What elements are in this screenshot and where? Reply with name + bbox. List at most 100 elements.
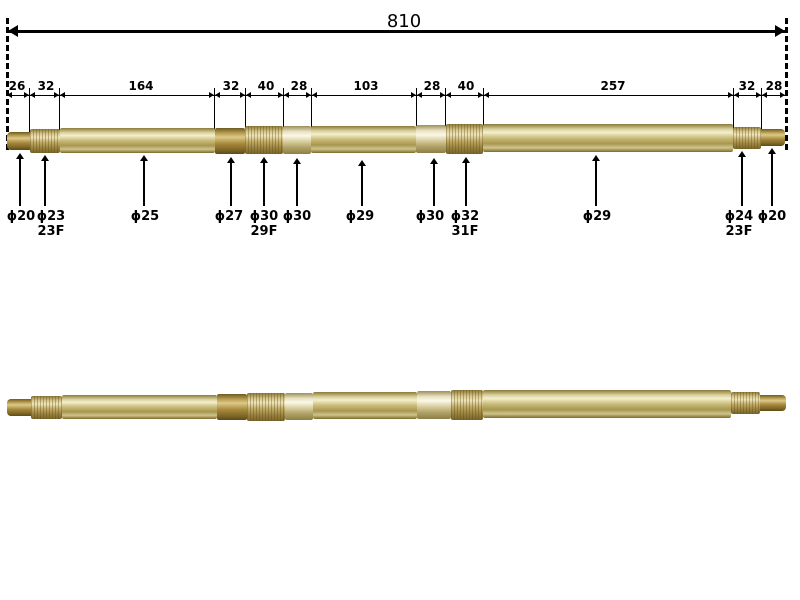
spline-count-label: 31F (451, 224, 479, 239)
arrow-tick-icon (284, 92, 289, 98)
diameter-label: ϕ20 (6, 209, 36, 224)
callout-label: ϕ20 (7, 209, 35, 224)
callout-line (143, 160, 145, 206)
callout-arrow-icon (592, 155, 600, 161)
arrow-tick-icon (60, 92, 65, 98)
diameter-label: ϕ32 (450, 209, 480, 224)
callout-arrow-icon (738, 151, 746, 157)
arrow-tick-icon (762, 92, 767, 98)
diameter-label: ϕ25 (130, 209, 160, 224)
diameter-label: ϕ30 (282, 209, 312, 224)
segment-length-label: 257 (600, 79, 626, 93)
extension-line (29, 88, 30, 136)
shaft-segment-d29-long (483, 390, 731, 418)
spline-count-label: 23F (725, 224, 753, 239)
arrow-tick-icon (24, 92, 29, 98)
segment-length-label: 103 (353, 79, 379, 93)
arrow-left-icon (8, 25, 18, 37)
callout-line (433, 163, 435, 206)
shaft-segment-d27 (215, 128, 245, 154)
segment-dimension-line (6, 95, 786, 96)
arrow-tick-icon (215, 92, 220, 98)
shaft-segment-tip-left (7, 399, 31, 416)
extension-line (733, 88, 734, 144)
callout-arrow-icon (430, 158, 438, 164)
shaft-segment-d27 (217, 394, 247, 420)
right-extent-dashed-line (785, 18, 788, 150)
callout-line (44, 160, 46, 206)
arrow-tick-icon (484, 92, 489, 98)
overall-length-label: 810 (386, 11, 422, 32)
shaft-segment-tip-right (760, 395, 786, 411)
overall-dimension-line (8, 30, 785, 33)
callout-line (230, 162, 232, 206)
diameter-label: ϕ30 (249, 209, 279, 224)
callout-line (263, 162, 265, 206)
callout-arrow-icon (358, 160, 366, 166)
extension-line (445, 88, 446, 138)
arrow-tick-icon (278, 92, 283, 98)
diameter-label: ϕ20 (757, 209, 787, 224)
diameter-label: ϕ30 (415, 209, 445, 224)
callout-line (465, 162, 467, 206)
arrow-right-icon (775, 25, 785, 37)
shaft-segment-d30-b (416, 125, 446, 153)
arrow-tick-icon (312, 92, 317, 98)
extension-line (761, 88, 762, 143)
callout-arrow-icon (140, 155, 148, 161)
extension-line (59, 88, 60, 131)
segment-length-label: 32 (738, 79, 756, 93)
callout-arrow-icon (16, 153, 24, 159)
shaft-segment-d30 (285, 393, 313, 420)
shaft-segment-d29-long (483, 124, 733, 152)
shaft-segment-spline-23f (30, 129, 60, 153)
shaft-segment-d29 (313, 392, 417, 419)
callout-line (296, 163, 298, 206)
arrow-tick-icon (440, 92, 445, 98)
callout-label: ϕ27 (215, 209, 243, 224)
callout-label: ϕ29 (583, 209, 611, 224)
spline-count-label: 23F (37, 224, 65, 239)
arrow-tick-icon (478, 92, 483, 98)
diameter-label: ϕ29 (345, 209, 375, 224)
arrow-tick-icon (240, 92, 245, 98)
callout-line (19, 158, 21, 206)
callout-label: ϕ29 (346, 209, 374, 224)
callout-line (771, 153, 773, 206)
segment-length-label: 28 (765, 79, 783, 93)
arrow-tick-icon (30, 92, 35, 98)
shaft-segment-spline-23f-right (733, 127, 761, 149)
segment-length-label: 40 (457, 79, 475, 93)
shaft-segment-d30-b (417, 391, 451, 419)
diameter-label: ϕ24 (724, 209, 754, 224)
callout-arrow-icon (293, 158, 301, 164)
callout-line (741, 156, 743, 206)
shaft-segment-d29 (311, 126, 416, 153)
segment-length-label: 40 (257, 79, 275, 93)
arrow-tick-icon (209, 92, 214, 98)
arrow-tick-icon (306, 92, 311, 98)
callout-label: ϕ25 (131, 209, 159, 224)
extension-line (483, 88, 484, 134)
diameter-label: ϕ23 (36, 209, 66, 224)
shaft-segment-d25 (60, 128, 215, 153)
spline-count-label: 29F (250, 224, 278, 239)
callout-line (361, 165, 363, 206)
callout-arrow-icon (260, 157, 268, 163)
arrow-tick-icon (728, 92, 733, 98)
shaft-segment-spline-mid-right (451, 390, 483, 420)
callout-label: ϕ30 (416, 209, 444, 224)
segment-length-label: 32 (222, 79, 240, 93)
shaft-segment-tip-left (7, 132, 30, 150)
segment-length-label: 28 (423, 79, 441, 93)
arrow-tick-icon (446, 92, 451, 98)
shaft-segment-spline-mid-left (247, 393, 285, 421)
arrow-tick-icon (246, 92, 251, 98)
callout-label: ϕ30 (283, 209, 311, 224)
segment-length-label: 28 (290, 79, 308, 93)
extension-line (283, 88, 284, 134)
extension-line (416, 88, 417, 144)
